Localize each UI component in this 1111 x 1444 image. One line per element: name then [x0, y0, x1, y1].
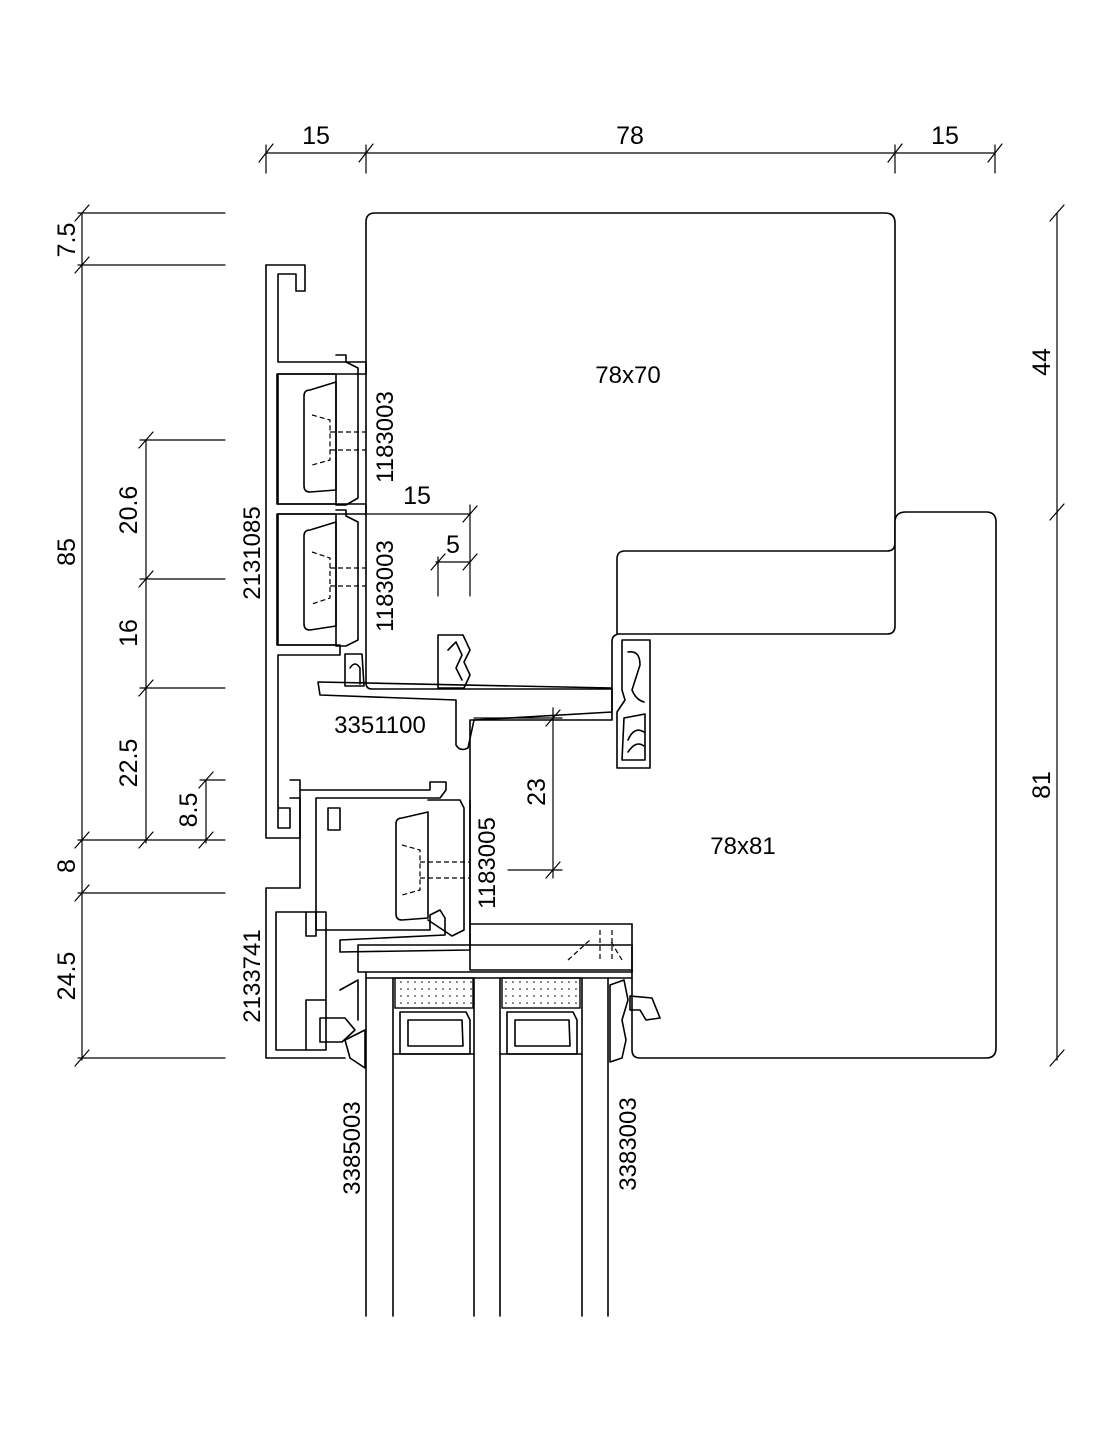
dim-left-20-6: 20.6 — [115, 486, 143, 535]
sash-profile — [265, 779, 633, 1059]
dim-left-85: 85 — [53, 538, 81, 566]
bottom-profile-2133741: 2133741 — [239, 911, 366, 1069]
dim-left-24-5: 24.5 — [53, 952, 81, 1001]
dim-left-8-5: 8.5 — [175, 793, 203, 828]
label-1183003-upper: 1183003 — [372, 391, 399, 483]
label-3383003: 3383003 — [615, 1097, 642, 1190]
dim-inner-15: 15 — [403, 482, 431, 510]
inner-dimensions: 15 5 23 — [365, 482, 563, 879]
dim-left-7-5: 7.5 — [53, 223, 81, 258]
label-3351100: 3351100 — [334, 712, 426, 739]
dim-top-right: 15 — [931, 122, 959, 150]
dim-top-middle: 78 — [616, 122, 644, 150]
label-1183005: 1183005 — [474, 817, 501, 909]
dim-inner-5: 5 — [446, 531, 460, 559]
dim-top-left: 15 — [302, 122, 330, 150]
gasket-1183003-upper: 1183003 — [303, 354, 399, 506]
dim-left-16: 16 — [115, 619, 143, 647]
label-2133741: 2133741 — [239, 929, 266, 1022]
section-label-78x81: 78x81 — [710, 833, 775, 860]
label-1183003-lower: 1183003 — [372, 540, 399, 632]
dim-inner-23: 23 — [523, 778, 551, 806]
connector-profile-3351100: 3351100 — [317, 634, 613, 751]
gasket-1183005: 1183005 — [395, 799, 501, 937]
dim-left-22-5: 22.5 — [115, 739, 143, 788]
weather-seal — [616, 639, 651, 769]
label-3385003: 3385003 — [339, 1101, 366, 1194]
dim-right-44: 44 — [1028, 348, 1056, 376]
upper-timber-section: 78x70 — [365, 212, 896, 690]
label-2131085: 2131085 — [239, 506, 266, 599]
top-dimension-chain: 15 78 15 — [258, 122, 1003, 174]
section-label-78x70: 78x70 — [595, 362, 660, 389]
dim-left-8: 8 — [53, 859, 81, 873]
dim-right-81: 81 — [1028, 771, 1056, 799]
glazing-unit: 3385003 3383003 — [339, 971, 661, 1317]
aluminium-profile-2131085: 2131085 — [239, 264, 367, 839]
gasket-1183003-lower: 1183003 — [303, 509, 399, 647]
left-dimension-chain: 7.5 85 20.6 16 22.5 8.5 8 24.5 — [53, 204, 226, 1067]
right-dimension-chain: 44 81 — [1028, 204, 1065, 1067]
